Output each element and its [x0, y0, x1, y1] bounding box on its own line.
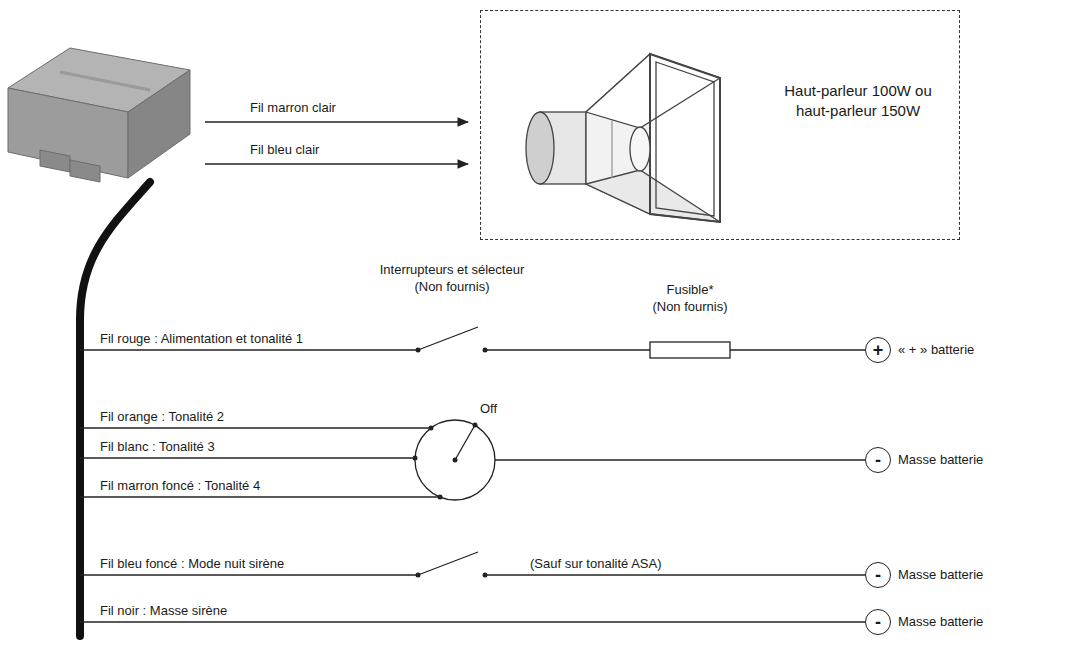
switch-contact [416, 573, 421, 578]
wire-label: Fil noir : Masse sirène [100, 603, 227, 618]
part-note: (Non fournis) [414, 279, 489, 294]
battery-terminal: - [865, 562, 891, 588]
battery-label: Masse batterie [898, 452, 983, 467]
terminal-sign: - [875, 566, 881, 584]
battery-terminal: - [865, 609, 891, 635]
battery-terminal: + [865, 337, 891, 363]
wire-label: Fil marron foncé : Tonalité 4 [100, 478, 260, 493]
wire-label: Fil blanc : Tonalité 3 [100, 439, 215, 454]
night-wire [80, 552, 865, 575]
switch-contact [416, 348, 421, 353]
switch-contact [483, 573, 488, 578]
wire-label: Fil bleu clair [250, 142, 319, 157]
terminal-sign: - [875, 451, 881, 469]
selector-position: Off [480, 401, 497, 416]
wire-label: Fil bleu foncé : Mode nuit sirène [100, 556, 284, 571]
battery-label: « + » batterie [898, 342, 974, 357]
part-note: (Sauf sur tonalité ASA) [530, 556, 662, 571]
battery-label: Masse batterie [898, 567, 983, 582]
terminal-sign: - [875, 613, 881, 631]
part-note: Fusible* [667, 282, 714, 297]
wire-label: Fil rouge : Alimentation et tonalité 1 [100, 331, 303, 346]
power-wire [80, 327, 865, 358]
wire-label: Fil marron clair [250, 100, 336, 115]
part-note: (Non fournis) [652, 299, 727, 314]
ground-wire [80, 621, 865, 622]
speaker-label: Haut-parleur 100W ou haut-parleur 150W [773, 81, 943, 121]
selector-contact [413, 423, 478, 500]
terminal-sign: + [873, 341, 884, 359]
horn-speaker [526, 54, 720, 222]
speaker-wire [205, 163, 468, 164]
speaker-wire [205, 121, 468, 122]
battery-terminal: - [865, 447, 891, 473]
battery-label: Masse batterie [898, 614, 983, 629]
switch-contact [483, 348, 488, 353]
part-note: Interrupteurs et sélecteur [380, 262, 525, 277]
siren-unit [8, 48, 190, 182]
tone-selector [80, 420, 865, 500]
speaker-box: Haut-parleur 100W ou haut-parleur 150W [480, 10, 960, 240]
wire-label: Fil orange : Tonalité 2 [100, 409, 224, 424]
